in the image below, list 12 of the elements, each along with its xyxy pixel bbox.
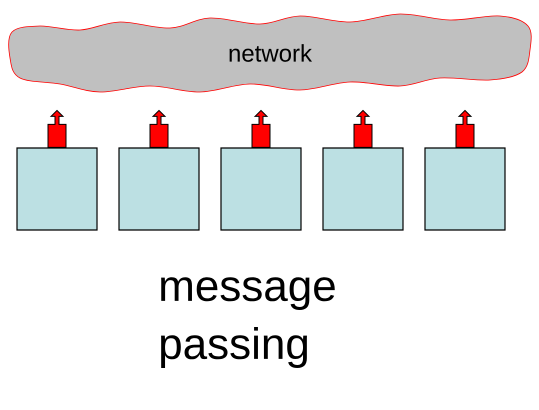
network-cloud: network [8,14,532,92]
box [424,147,506,231]
arrow [150,110,168,148]
arrow [354,110,372,148]
caption-text: message passing [161,277,335,368]
arrow [48,110,66,148]
box [118,147,200,231]
box [16,147,98,231]
box [220,147,302,231]
arrow [456,110,474,148]
box [322,147,404,231]
arrow [252,110,270,148]
